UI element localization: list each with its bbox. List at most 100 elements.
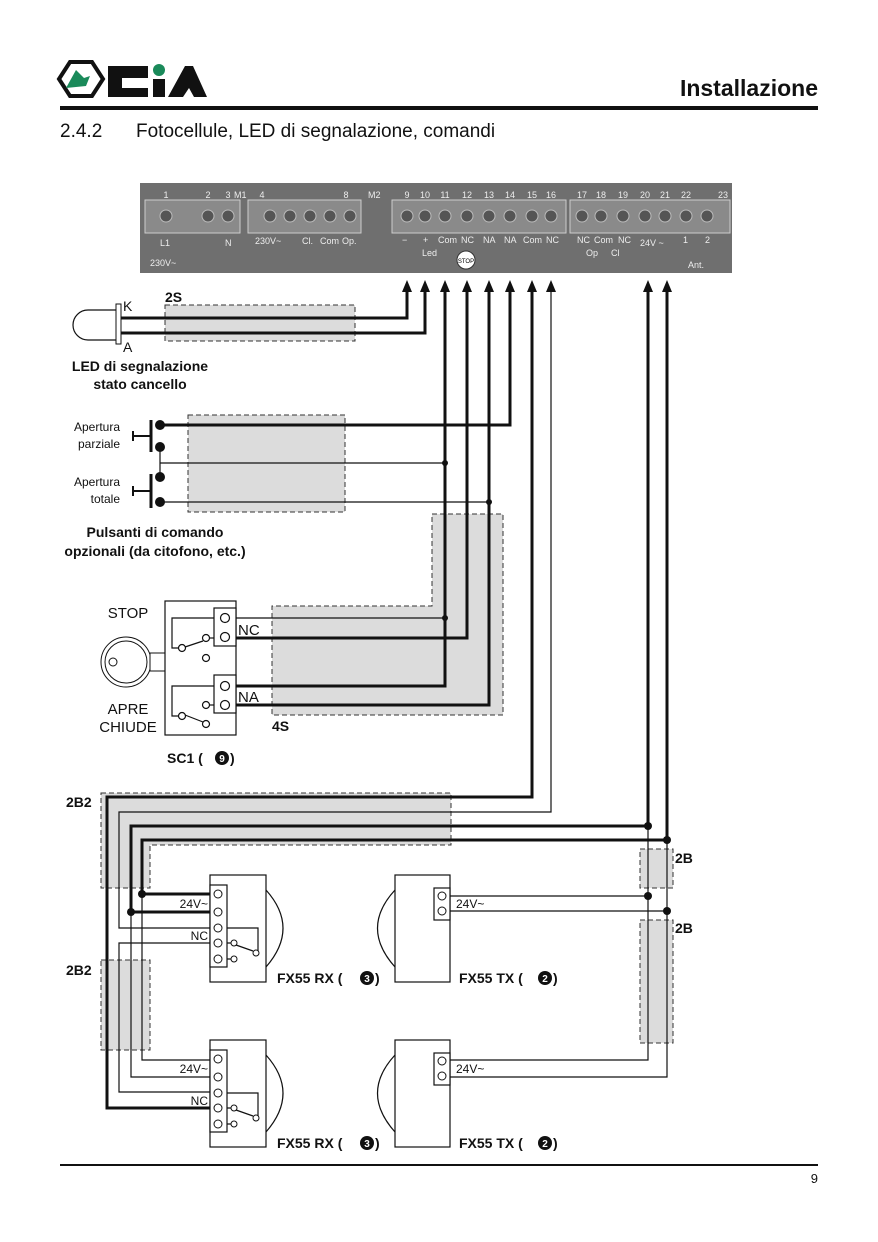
terminal-screw [213, 954, 223, 964]
terminal-number: 8 [343, 190, 348, 200]
cable-2s [164, 304, 356, 342]
badge-3-upper: 3 [364, 974, 370, 985]
tx-upper-24v-label: 24V~ [456, 897, 484, 911]
terminal-number: 16 [546, 190, 556, 200]
tx-lens [376, 1054, 396, 1133]
terminal-screw [213, 1072, 223, 1082]
label-plus: + [423, 235, 428, 245]
label-op: Op. [342, 236, 357, 246]
terminal-number: 19 [618, 190, 628, 200]
rx-lower-name-text: FX55 RX ( [277, 1135, 343, 1151]
terminal-screw [544, 209, 558, 223]
label-cl-limit: Cl [611, 248, 620, 258]
terminal-number: 17 [577, 190, 587, 200]
terminal-screw [482, 209, 496, 223]
terminal-screw [213, 938, 223, 948]
terminal-screw [437, 906, 447, 916]
terminal-screw [594, 209, 608, 223]
terminal-number: 2 [205, 190, 210, 200]
led-icon [72, 303, 122, 345]
rx-lower-name: FX55 RX ( 3 ) [277, 1135, 380, 1151]
terminal-screw [201, 209, 215, 223]
rx-upper-24v-label: 24V~ [180, 897, 208, 911]
terminal-screw [460, 209, 474, 223]
terminal-screw [323, 209, 337, 223]
cable-2s-label: 2S [165, 289, 182, 305]
stop-sign-icon: STOP [458, 259, 474, 265]
terminal-screw [503, 209, 517, 223]
key-switch-na-label: NA [238, 689, 259, 706]
terminal-screw [343, 209, 357, 223]
terminal-screw [213, 1103, 223, 1113]
fx55-tx-lower [376, 1039, 451, 1148]
contact-icon [230, 955, 238, 963]
buttons-caption-1: Pulsanti di comando [87, 524, 224, 540]
page-number: 9 [811, 1171, 818, 1186]
tx-lower-name-text: FX55 TX ( [459, 1135, 523, 1151]
label-nc-12: NC [461, 235, 474, 245]
tx-upper-name: FX55 TX ( 2 ) [459, 970, 558, 986]
terminal-number: 12 [462, 190, 472, 200]
terminal-number: 13 [484, 190, 494, 200]
key-switch-chiude-label: CHIUDE [99, 719, 157, 736]
arrow-icon [505, 280, 515, 292]
terminal-screw [213, 1054, 223, 1064]
key-switch-apre-label: APRE [108, 701, 149, 718]
terminal-screw [263, 209, 277, 223]
arrow-icon [440, 280, 450, 292]
tx-lower-name-close: ) [553, 1135, 558, 1151]
rx-lens [265, 889, 284, 968]
badge-2-lower: 2 [542, 1139, 548, 1150]
terminal-screw [658, 209, 672, 223]
button-total-label-1: Apertura [74, 475, 120, 489]
tx-lower-24v-label: 24V~ [456, 1062, 484, 1076]
section-number: 2.4.2 [60, 121, 102, 142]
rx-lower-24v-label: 24V~ [180, 1062, 208, 1076]
section-label: Installazione [680, 75, 818, 101]
led-k-label: K [123, 298, 133, 314]
push-button-total-icon [132, 474, 153, 508]
arrow-icon [462, 280, 472, 292]
terminal-number: 23 [718, 190, 728, 200]
terminal-screw [400, 209, 414, 223]
key-switch-name-end: ) [230, 750, 235, 766]
header-rule [60, 106, 818, 110]
terminal-number: 10 [420, 190, 430, 200]
tx-lens [376, 889, 396, 968]
arrow-icon [546, 280, 556, 292]
section-title: Fotocellule, LED di segnalazione, comand… [136, 121, 495, 142]
terminal-screw [221, 209, 235, 223]
fx55-rx-upper [209, 874, 284, 983]
terminal-number: 3 [225, 190, 230, 200]
buttons-caption-2: opzionali (da citofono, etc.) [64, 543, 245, 559]
rx-upper-nc-label: NC [191, 929, 209, 943]
rx-lower-nc-label: NC [191, 1094, 209, 1108]
arrow-icon [527, 280, 537, 292]
label-com-18: Com [594, 235, 613, 245]
terminal-screw [418, 209, 432, 223]
footer-rule [60, 1164, 818, 1166]
terminal-number: 15 [527, 190, 537, 200]
contact-icon [230, 1104, 238, 1112]
label-nc-16: NC [546, 235, 559, 245]
terminal-screw [213, 889, 223, 899]
terminal-screw [575, 209, 589, 223]
key-switch-terminal-na [213, 674, 237, 714]
badge-9-icon [215, 751, 229, 765]
label-led: Led [422, 248, 437, 258]
label-com: Com [320, 236, 339, 246]
terminal-number: 20 [640, 190, 650, 200]
key-switch-icon [100, 636, 166, 688]
label-mains: 230V~ [150, 258, 176, 268]
label-ant-2: 2 [705, 235, 710, 245]
key-switch-terminal-nc [213, 607, 237, 647]
label-24v: 24V ~ [640, 238, 664, 248]
rx-relay-contact [227, 927, 259, 960]
terminal-screw [303, 209, 317, 223]
button-partial-label-2: parziale [78, 437, 120, 451]
tx-body [394, 1039, 451, 1148]
key-switch-contacts [171, 612, 231, 729]
cia-logo [56, 60, 207, 98]
terminal-number: 9 [404, 190, 409, 200]
